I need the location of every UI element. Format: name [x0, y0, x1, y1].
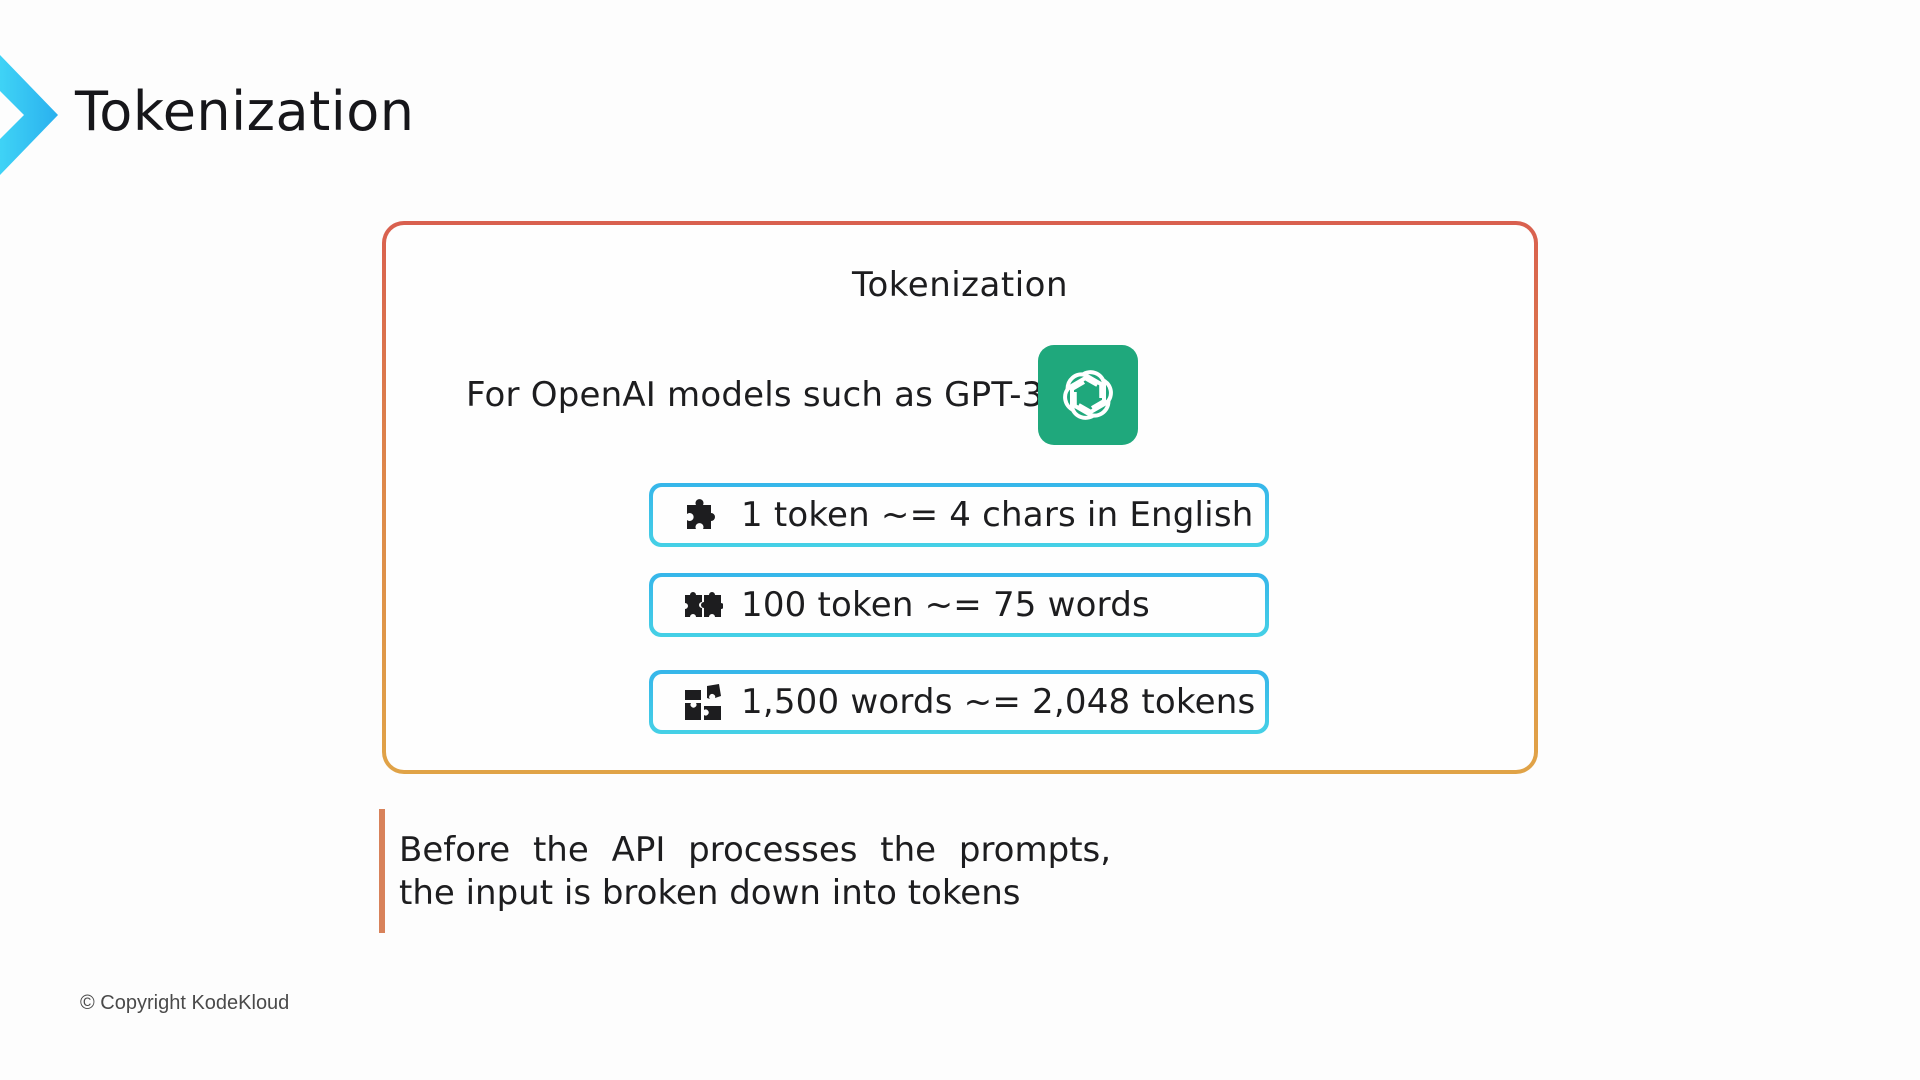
- chevron-accent-icon: [0, 55, 58, 175]
- puzzle-pieces-joined-icon: [685, 592, 723, 617]
- fact-item: 1 token ~= 4 chars in English: [649, 483, 1269, 547]
- puzzle-piece-icon: [687, 499, 715, 529]
- note-callout: Before the API processes the prompts, th…: [379, 809, 1111, 933]
- fact-item: 100 token ~= 75 words: [649, 573, 1269, 637]
- tokenization-card: Tokenization For OpenAI models such as G…: [382, 221, 1538, 774]
- page-title: Tokenization: [75, 80, 415, 143]
- copyright-text: © Copyright KodeKloud: [80, 992, 290, 1014]
- model-description: For OpenAI models such as GPT-3: [466, 375, 1044, 415]
- fact-text: 1 token ~= 4 chars in English: [741, 495, 1254, 535]
- note-line: the input is broken down into tokens: [399, 873, 1021, 913]
- fact-text: 1,500 words ~= 2,048 tokens: [741, 682, 1256, 722]
- puzzle-pieces-assembling-icon: [685, 684, 721, 720]
- fact-text: 100 token ~= 75 words: [741, 585, 1150, 625]
- note-line: Before the API processes the prompts,: [399, 830, 1112, 870]
- fact-item: 1,500 words ~= 2,048 tokens: [649, 670, 1269, 734]
- openai-logo-icon: [1038, 345, 1138, 445]
- card-title: Tokenization: [852, 265, 1068, 305]
